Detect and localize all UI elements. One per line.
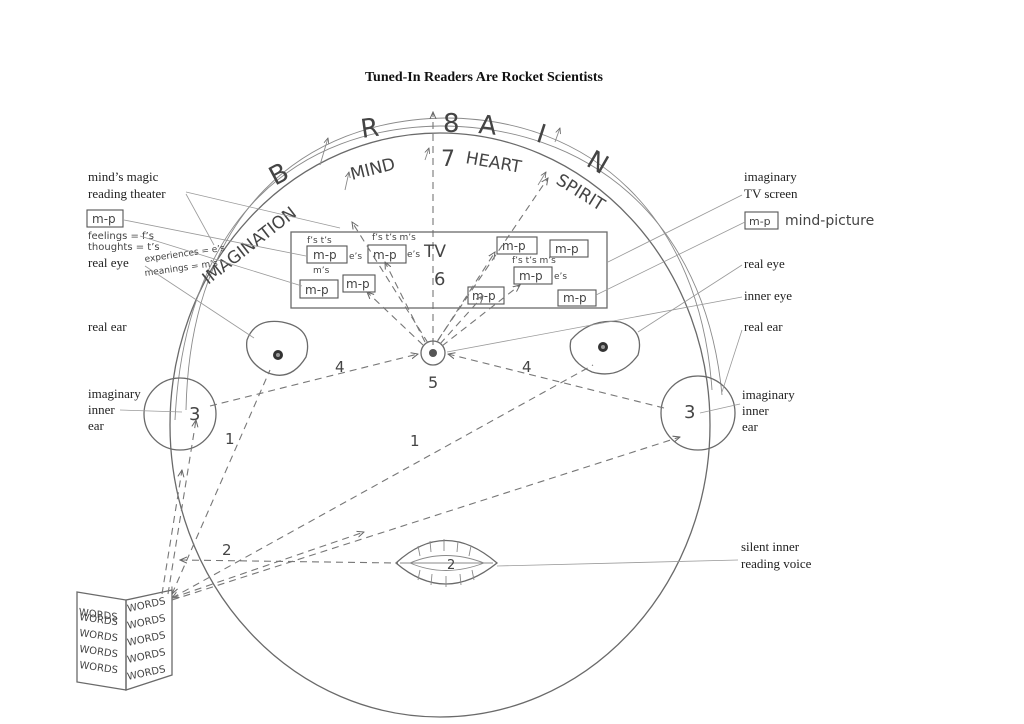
tv-note: e’s	[349, 252, 362, 262]
mind-picture-box: m-p	[373, 248, 397, 262]
heart-word: HEART	[464, 148, 523, 178]
path-number-4-right: 4	[522, 358, 532, 376]
tv-mind-picture-boxes: m-p m-p m-p m-p m-p m-p m-p m-p m-p	[299, 236, 597, 307]
inner-eye-rays	[352, 178, 548, 347]
head-outline	[169, 117, 723, 718]
tv-note: e’s	[554, 272, 567, 282]
brain-letter-a: A	[477, 110, 498, 142]
book-word: WORDS	[79, 644, 119, 660]
mind-picture-box: m-p	[346, 277, 370, 291]
brain-letter-r: R	[359, 113, 381, 145]
tv-notes: f’s t’s e’s m’s f’s t’s m’s e’s f’s t’s …	[307, 233, 567, 282]
mind-word: MIND	[348, 154, 397, 184]
legend-mind-picture-right: mind-picture	[785, 213, 874, 229]
ear-to-inner-eye-arrows: 4 4	[209, 354, 665, 409]
tv-screen: TV 6 m-p m-p m-p m-p m-p m-p m-p m-p m-p…	[290, 231, 608, 309]
mouth-number-2: 2	[447, 558, 455, 573]
real-eye-left	[245, 320, 309, 376]
legend-thoughts: thoughts = t’s	[88, 242, 160, 253]
book-word: WORDS	[79, 612, 119, 628]
page-title: Tuned-In Readers Are Rocket Scientists	[365, 70, 604, 85]
brain-letter-8: 8	[443, 109, 460, 139]
path-number-1-left: 1	[225, 430, 235, 448]
ear-number-3-right: 3	[684, 402, 695, 423]
tv-note: f’s t’s m’s	[512, 256, 556, 266]
silent-inner-voice-mouth: 2	[395, 539, 499, 587]
inner-ear-right: 3	[660, 375, 736, 451]
words-book: WORDS WORDS WORDS WORDS WORDS WORDS WORD…	[76, 589, 173, 691]
mind-picture-box: m-p	[563, 291, 587, 305]
tv-note: f’s t’s m’s	[372, 233, 416, 243]
inner-eye-number-5: 5	[428, 373, 438, 392]
tv-note: e’s	[407, 250, 420, 260]
mind-picture-box: m-p	[555, 242, 579, 256]
arc-words: IMAGINATION MIND 7 HEART SPIRIT	[199, 147, 609, 289]
path-number-1-right: 1	[410, 432, 420, 450]
book-paths: 1 1 2	[161, 364, 680, 601]
real-eye-right-label: real eye	[744, 256, 785, 271]
brain-letter-n: N	[582, 145, 614, 181]
tv-number-6: 6	[434, 269, 445, 290]
ear-number-3-left: 3	[189, 404, 200, 425]
inner-eye: 5	[420, 340, 446, 392]
real-eye-right	[569, 320, 641, 375]
tv-note: m’s	[313, 266, 330, 276]
mind-picture-box: m-p	[305, 283, 329, 297]
book-word: WORDS	[126, 613, 166, 632]
inner-ear-left: 3	[143, 377, 217, 451]
real-eye-left-label: real eye	[88, 255, 129, 270]
brain-letter-i: I	[533, 119, 550, 150]
path-number-4-left: 4	[335, 358, 345, 376]
seven-number: 7	[441, 147, 455, 172]
real-ear-right-label: real ear	[744, 319, 783, 334]
legend-feelings: feelings = f’s	[88, 231, 154, 242]
legend-mp-right: m-p	[749, 215, 771, 228]
tv-note: f’s t’s	[307, 236, 332, 246]
book-word: WORDS	[79, 660, 119, 676]
mind-picture-box: m-p	[502, 239, 526, 253]
path-number-2: 2	[222, 541, 232, 559]
mind-picture-box: m-p	[519, 269, 543, 283]
real-ear-left-label: real ear	[88, 319, 127, 334]
book-word: WORDS	[126, 664, 166, 683]
mind-picture-box: m-p	[472, 289, 496, 303]
mind-picture-box: m-p	[313, 248, 337, 262]
legend-mind-picture: m-p	[92, 212, 116, 226]
book-word: WORDS	[79, 607, 118, 623]
book-word: WORDS	[126, 630, 166, 649]
book-word: WORDS	[79, 628, 119, 644]
book-word: WORDS	[126, 647, 166, 666]
inner-eye-label: inner eye	[744, 288, 792, 303]
tv-label: TV	[423, 242, 446, 262]
